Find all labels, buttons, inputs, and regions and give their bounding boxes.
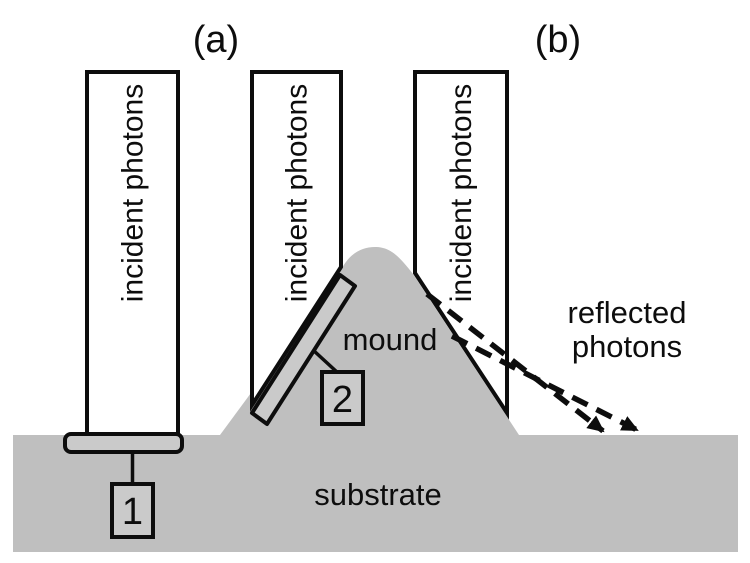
detector-2-bar <box>250 273 357 426</box>
substrate-label: substrate <box>314 477 442 512</box>
reflected-photons-label-line1: reflected <box>568 295 687 330</box>
incident-beam-3 <box>413 70 509 420</box>
reflected-arrow-2 <box>450 333 639 433</box>
incident-beam-2 <box>250 70 343 412</box>
reflected-photons-label-line2: photons <box>572 329 682 364</box>
incident-photons-label-3: incident photons <box>445 84 478 303</box>
detector-2-connector <box>311 348 340 375</box>
mound-shape <box>220 247 519 435</box>
mound-label: mound <box>343 322 438 357</box>
detector-1-bar <box>63 432 184 454</box>
detector-2-box <box>320 370 365 426</box>
panel-b-label: (b) <box>535 19 581 61</box>
panel-a-label: (a) <box>193 19 239 61</box>
detector-1-number: 1 <box>122 491 143 533</box>
incident-photons-label-1: incident photons <box>117 84 150 303</box>
reflected-arrow-1 <box>425 291 605 434</box>
detector-1-box <box>110 482 155 539</box>
detector-2-number: 2 <box>332 379 353 421</box>
incident-photons-label-2: incident photons <box>281 84 314 303</box>
